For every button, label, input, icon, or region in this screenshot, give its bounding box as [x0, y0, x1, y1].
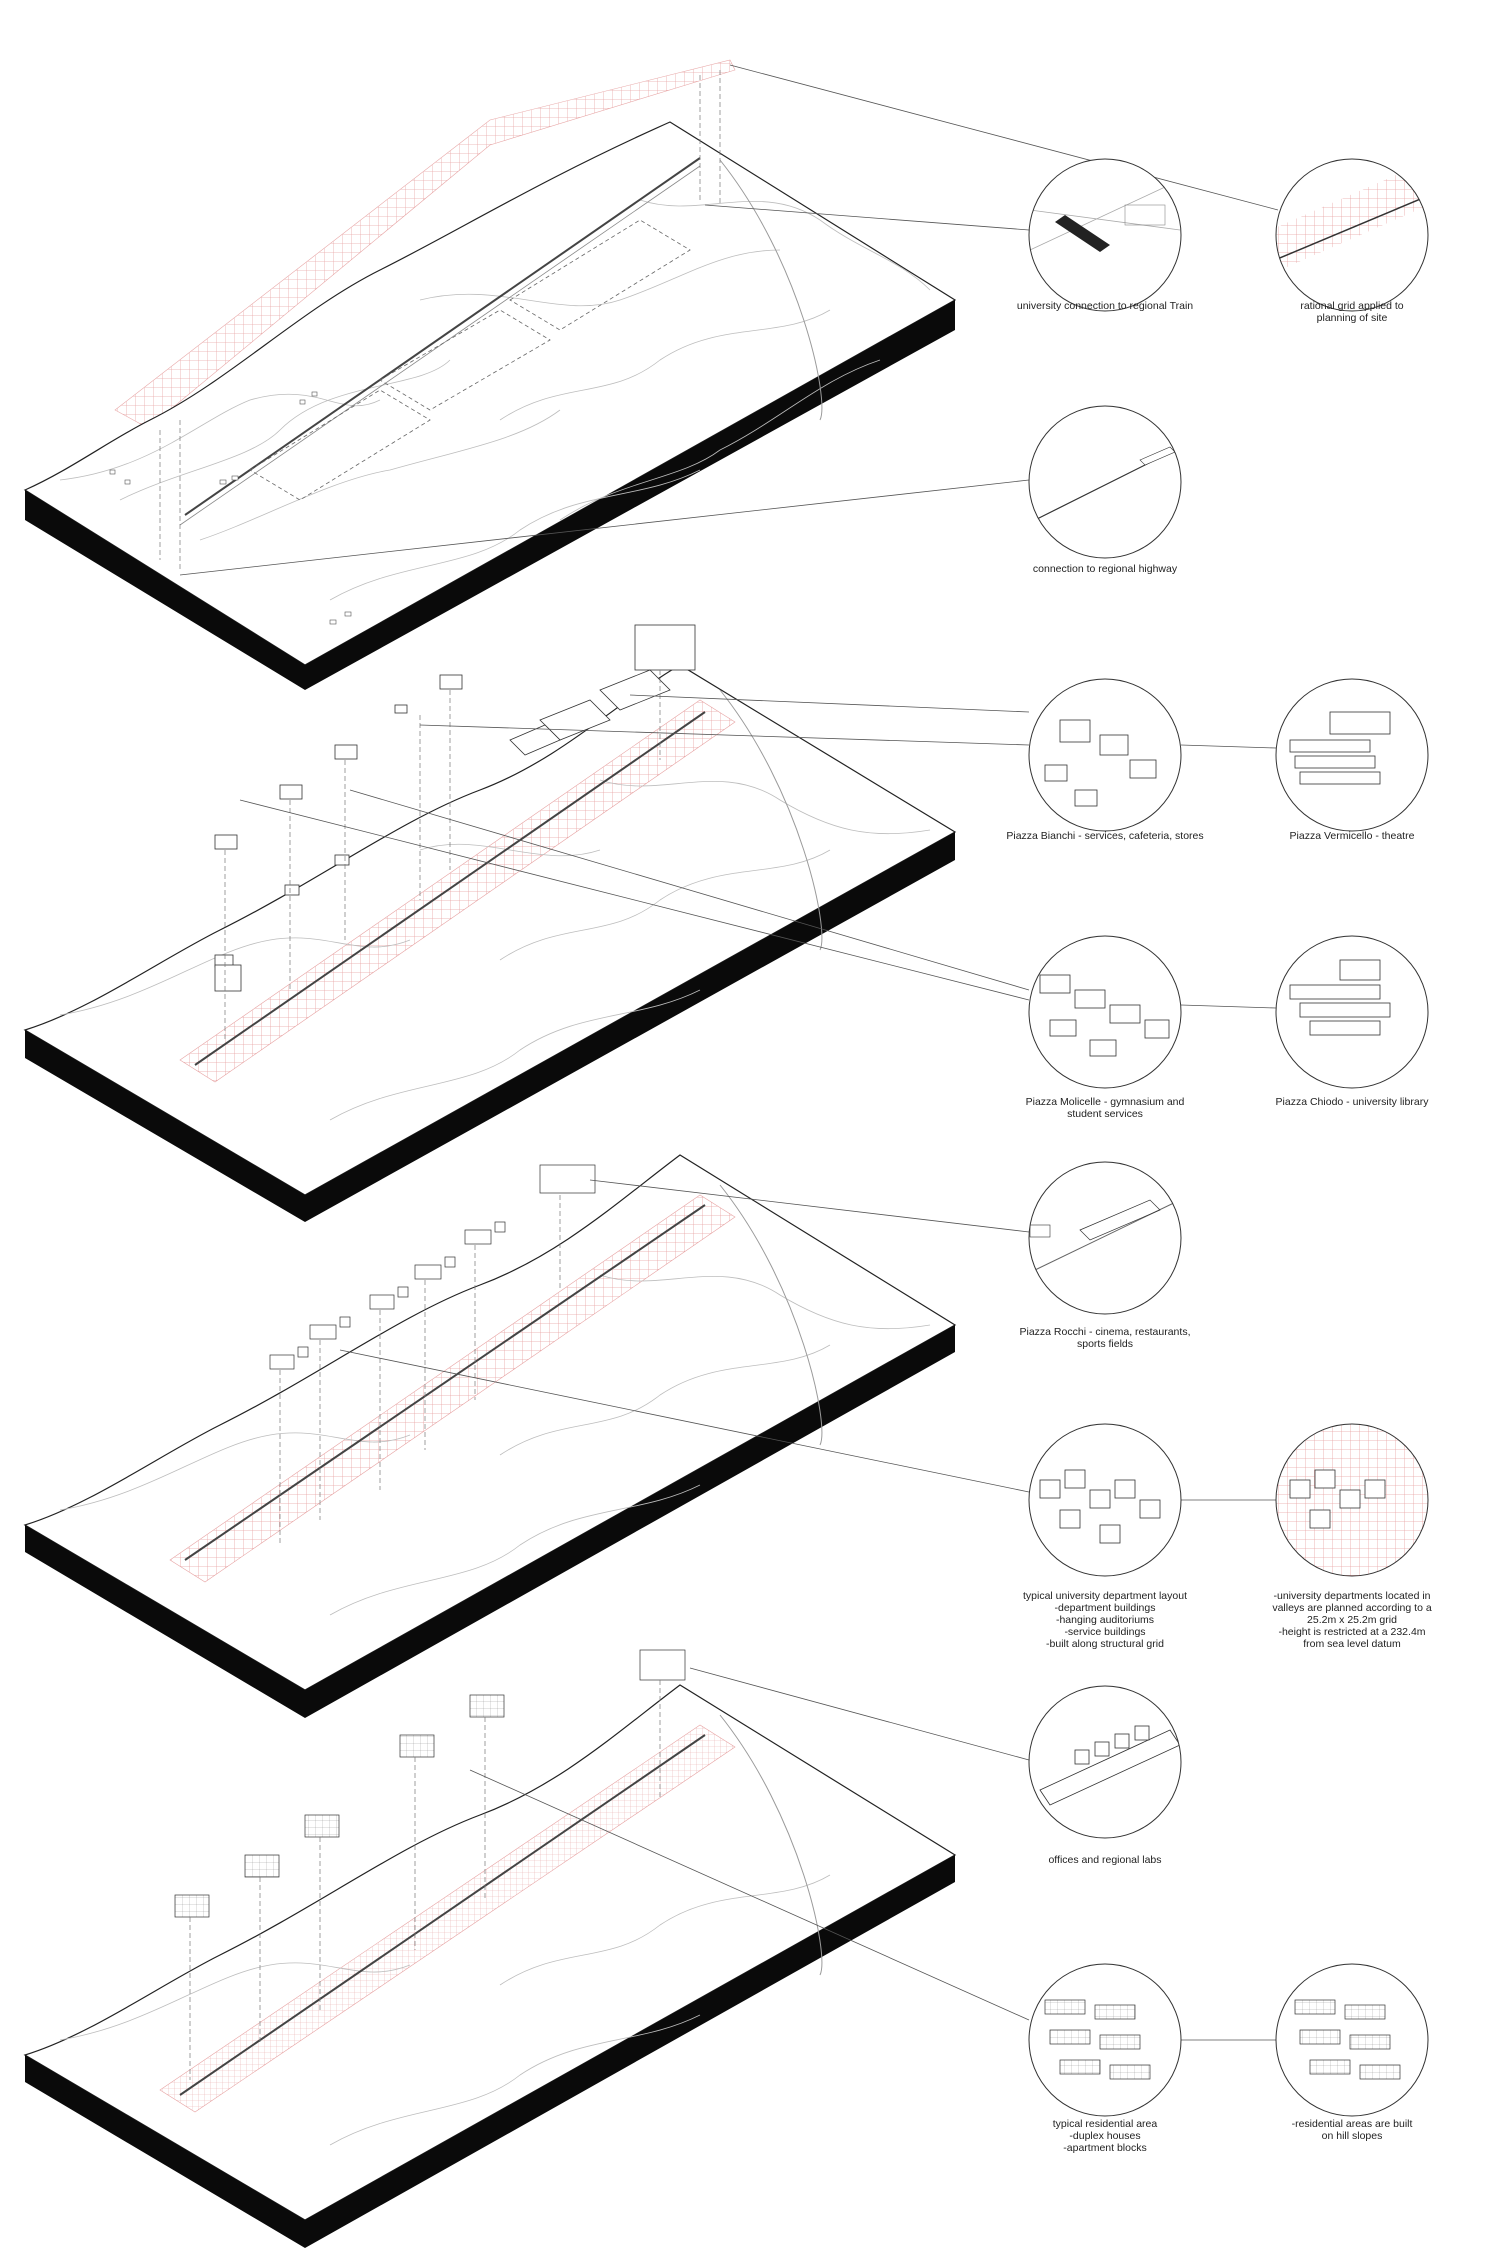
stage-3-block — [23, 1154, 1276, 1718]
caption-chiodo: Piazza Chiodo - university library — [1275, 1096, 1429, 1108]
caption-train: university connection to regional Train — [1016, 300, 1194, 312]
caption-residential: typical residential area -duplex houses … — [1052, 2118, 1158, 2154]
caption-slopes: -residential areas are built on hill slo… — [1291, 2118, 1413, 2142]
caption-rocchi: Piazza Rocchi - cinema, restaurants, spo… — [1019, 1326, 1191, 1350]
detail-circle-grid — [1276, 159, 1428, 311]
red-grid-band — [159, 1724, 736, 2113]
detail-circle-bianchi — [1029, 679, 1181, 831]
caption-labs: offices and regional labs — [1048, 1854, 1162, 1866]
detail-circles — [1028, 158, 1429, 2117]
detail-circle-department — [1029, 1424, 1181, 1576]
red-grid-band — [169, 1194, 736, 1583]
caption-vermicello: Piazza Vermicello - theatre — [1289, 830, 1415, 842]
stage-2-block — [23, 624, 1277, 1222]
caption-bianchi: Piazza Bianchi - services, cafeteria, st… — [1006, 830, 1204, 842]
detail-circle-vermicello — [1276, 679, 1428, 831]
caption-valleys: -university departments located in valle… — [1272, 1590, 1432, 1650]
caption-department: typical university department layout -de… — [1023, 1590, 1187, 1650]
terrain-surface — [23, 1154, 957, 1691]
stage-1-block — [23, 59, 1279, 690]
detail-circle-highway — [1029, 406, 1181, 558]
detail-circle-residential — [1029, 1964, 1181, 2116]
stage-4-block — [23, 1649, 1276, 2248]
detail-circle-rocchi — [1029, 1162, 1181, 1314]
terrain-surface — [23, 121, 957, 666]
terrain-surface — [23, 664, 957, 1196]
detail-circle-labs — [1029, 1686, 1181, 1838]
red-grid-band — [179, 699, 736, 1083]
detail-circle-chiodo — [1276, 936, 1428, 1088]
terrain-surface — [23, 1684, 957, 2221]
caption-molicelle: Piazza Molicelle - gymnasium and student… — [1025, 1096, 1185, 1120]
caption-grid: rational grid applied to planning of sit… — [1300, 300, 1404, 324]
detail-circle-valleys — [1276, 1424, 1428, 1576]
detail-circle-train — [1029, 159, 1181, 311]
detail-circle-slopes — [1276, 1964, 1428, 2116]
caption-highway: connection to regional highway — [1032, 563, 1178, 575]
detail-circle-molicelle — [1029, 936, 1181, 1088]
